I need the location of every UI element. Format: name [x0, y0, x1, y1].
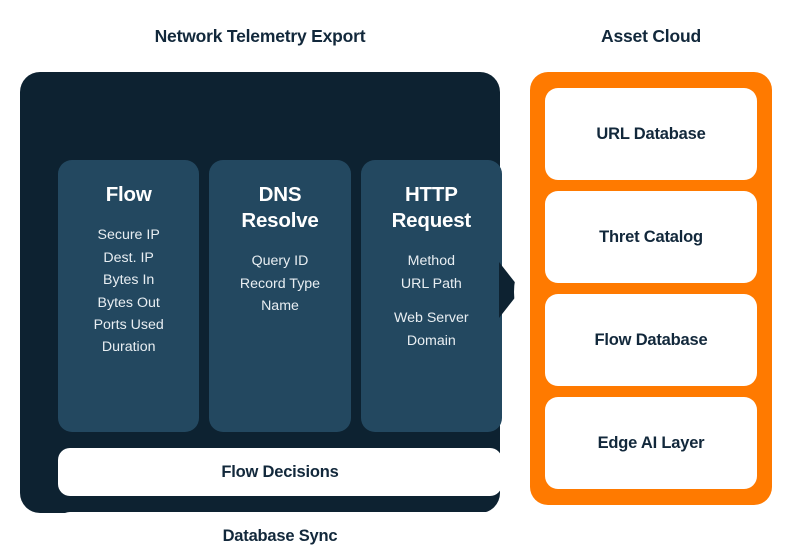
- card-heading-line: HTTP: [404, 183, 458, 206]
- card-field-list-flow: Secure IP Dest. IP Bytes In Bytes Out Po…: [66, 224, 191, 359]
- card-field: Bytes In: [103, 272, 155, 289]
- card-field: Name: [261, 298, 299, 315]
- telemetry-card-flow[interactable]: Flow Secure IP Dest. IP Bytes In Bytes O…: [58, 160, 200, 432]
- asset-cloud-section-title: Asset Cloud: [601, 26, 701, 46]
- card-heading-dns-resolve: DNS Resolve: [217, 182, 342, 234]
- card-heading-flow: Flow: [105, 183, 152, 206]
- card-field: Method: [407, 253, 455, 270]
- card-field-list-http-request: Method URL Path Web Server Domain: [369, 250, 494, 352]
- card-field: Query ID: [251, 253, 309, 270]
- card-field: URL Path: [400, 275, 462, 292]
- card-heading-line: Resolve: [241, 209, 319, 233]
- telemetry-card-dns-resolve[interactable]: DNS Resolve Query ID Record Type Name: [209, 160, 351, 432]
- card-field: Bytes Out: [97, 294, 160, 311]
- flow-arrow-icon: [499, 262, 521, 318]
- card-field: Dest. IP: [103, 249, 154, 266]
- card-field: Duration: [101, 339, 156, 356]
- card-field-list-dns-resolve: Query ID Record Type Name: [217, 250, 342, 317]
- card-field: Domain: [406, 332, 456, 349]
- asset-card-flow-database[interactable]: Flow Database: [545, 294, 757, 386]
- card-heading-http-request: HTTP Request: [369, 182, 494, 234]
- card-field: Record Type: [239, 275, 321, 292]
- telemetry-card-http-request[interactable]: HTTP Request Method URL Path Web Server …: [360, 160, 502, 432]
- card-heading-line: DNS: [258, 183, 302, 206]
- card-field: Ports Used: [93, 316, 164, 333]
- asset-card-edge-ai-layer[interactable]: Edge AI Layer: [545, 397, 757, 489]
- asset-cloud-panel: URL Database Thret Catalog Flow Database…: [530, 72, 772, 505]
- action-bar-database-sync[interactable]: Database Sync: [58, 512, 502, 560]
- asset-card-thret-catalog[interactable]: Thret Catalog: [545, 191, 757, 283]
- diagram-canvas: Network Telemetry Export Asset Cloud Flo…: [20, 26, 772, 560]
- card-field: Web Server: [393, 310, 469, 327]
- telemetry-section-title: Network Telemetry Export: [154, 26, 366, 46]
- asset-card-url-database[interactable]: URL Database: [545, 88, 757, 180]
- action-bar-flow-decisions[interactable]: Flow Decisions: [58, 448, 502, 496]
- card-heading-line: Request: [391, 209, 472, 233]
- network-telemetry-export-panel: Flow Secure IP Dest. IP Bytes In Bytes O…: [20, 72, 502, 560]
- telemetry-card-group: Flow Secure IP Dest. IP Bytes In Bytes O…: [58, 160, 502, 432]
- card-field: Secure IP: [97, 227, 160, 244]
